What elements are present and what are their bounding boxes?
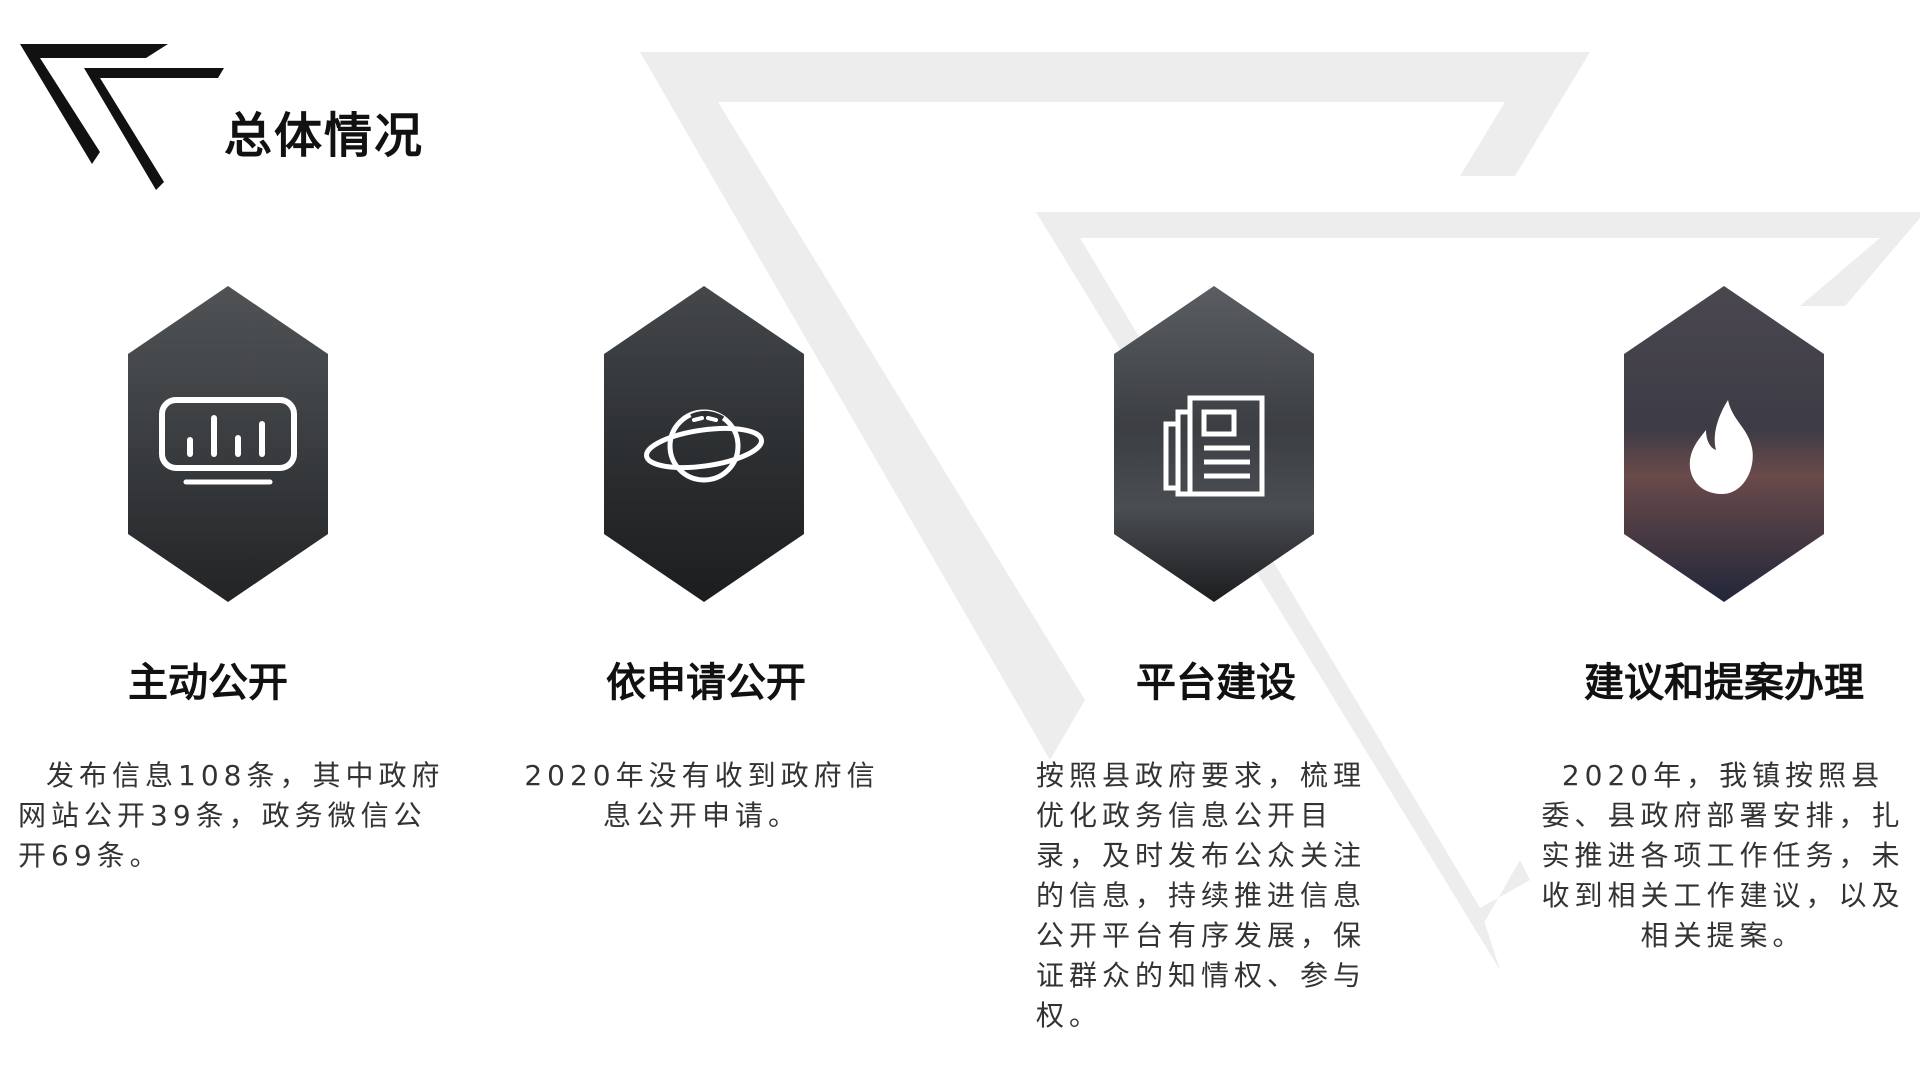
card-title: 主动公开 bbox=[128, 660, 288, 706]
card-description: 2020年，我镇按照县委、县政府部署安排，扎实推进各项工作任务，未收到相关工作建… bbox=[1541, 759, 1905, 952]
card-platform-construction: 平台建设 按照县政府要求，梳理优化政务信息公开目录，及时发布公众关注的信息，持续… bbox=[1036, 286, 1466, 1032]
hexagon-image bbox=[128, 286, 328, 602]
hexagon-image bbox=[1624, 286, 1824, 602]
fire-icon bbox=[1689, 400, 1753, 494]
newspaper-icon bbox=[1163, 395, 1265, 497]
card-title: 依申请公开 bbox=[606, 660, 806, 706]
card-description: 按照县政府要求，梳理优化政务信息公开目录，及时发布公众关注的信息，持续推进信息公… bbox=[1036, 759, 1367, 1032]
planet-icon bbox=[644, 409, 764, 483]
card-suggestions-proposals: 建议和提案办理 2020年，我镇按照县委、县政府部署安排，扎实推进各项工作任务，… bbox=[1524, 286, 1920, 1006]
double-triangle-icon bbox=[20, 44, 224, 190]
card-title: 建议和提案办理 bbox=[1584, 660, 1864, 706]
card-description: 2020年没有收到政府信息公开申请。 bbox=[524, 759, 880, 832]
card-proactive-disclosure: 主动公开 发布信息108条，其中政府网站公开39条，政务微信公开69条。 bbox=[18, 286, 448, 1006]
card-description: 发布信息108条，其中政府网站公开39条，政务微信公开69条。 bbox=[18, 759, 445, 872]
card-request-disclosure: 依申请公开 2020年没有收到政府信息公开申请。 bbox=[522, 286, 952, 1006]
dashboard-chart-icon bbox=[159, 397, 297, 485]
hexagon-image bbox=[1114, 286, 1314, 602]
page-title: 总体情况 bbox=[224, 108, 425, 164]
card-title: 平台建设 bbox=[1136, 660, 1296, 706]
hexagon-image bbox=[604, 286, 804, 602]
